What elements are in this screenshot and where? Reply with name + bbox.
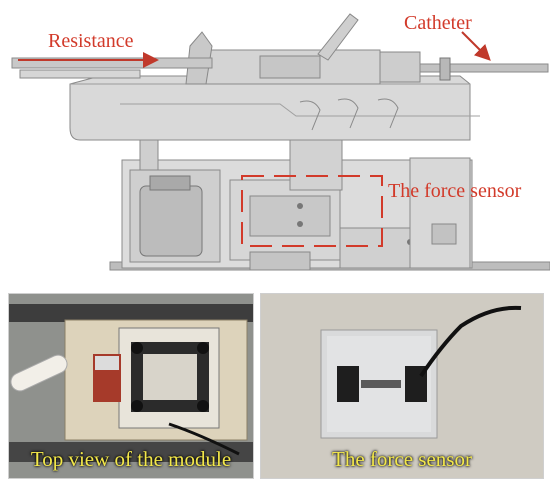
force-sensor-highlight xyxy=(241,175,383,247)
cad-render-panel: Resistance Catheter The force sensor xyxy=(11,12,550,271)
upper-housing xyxy=(69,75,471,141)
module-photo-drawing xyxy=(9,294,253,478)
catheter-label: Catheter xyxy=(404,12,472,34)
module-top-view-photo: Top view of the module xyxy=(8,293,254,479)
sensor-cable xyxy=(419,305,522,378)
force-sensor-caption: The force sensor xyxy=(332,447,472,471)
angled-arm xyxy=(317,13,359,61)
cad-assembly-drawing xyxy=(11,13,550,271)
module-top-view-caption: Top view of the module xyxy=(30,447,232,471)
force-sensor-label: The force sensor xyxy=(388,180,522,202)
motor-body xyxy=(139,185,203,257)
sensor-photo-drawing xyxy=(261,294,543,478)
resistance-label: Resistance xyxy=(48,30,134,52)
catheter-arrow xyxy=(461,31,491,61)
catheter-shaft xyxy=(419,63,549,73)
force-sensor-photo: The force sensor xyxy=(260,293,544,479)
